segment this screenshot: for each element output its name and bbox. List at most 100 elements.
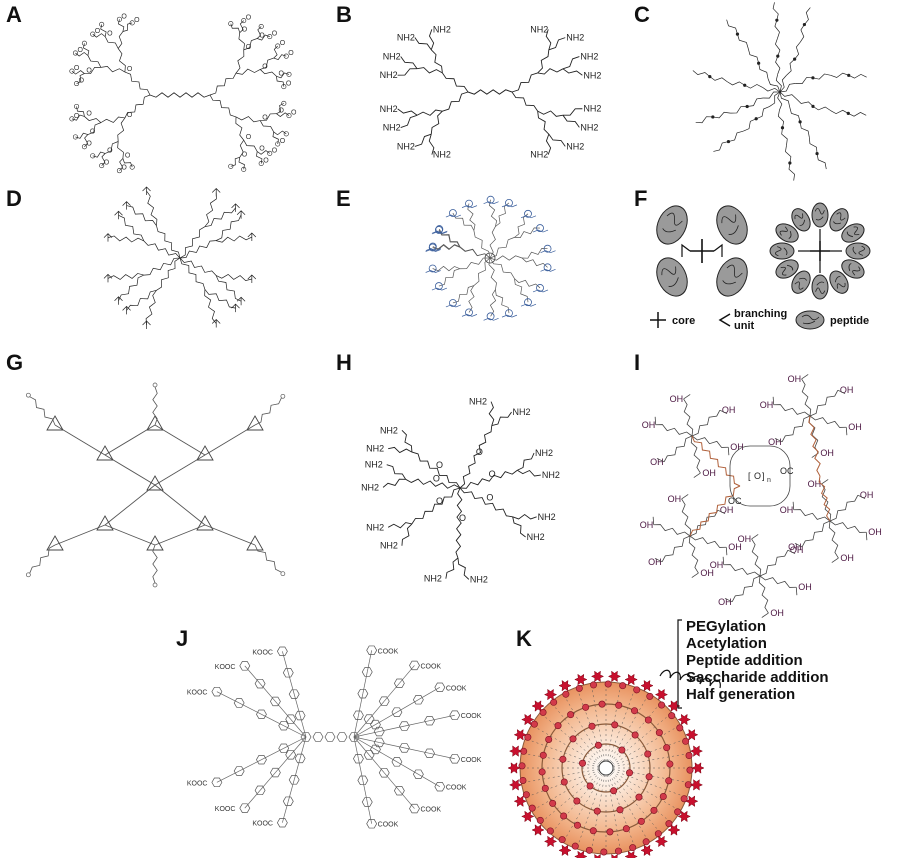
- carboxylate-label: COOK: [446, 785, 467, 792]
- benzene-ring: [278, 743, 290, 754]
- branch-bond: [100, 66, 126, 73]
- carbonyl-bond: [681, 494, 689, 500]
- hydroxyl-label: OH: [710, 560, 724, 570]
- blue-end-ring: [448, 209, 457, 217]
- amine-label: NH2: [397, 141, 415, 151]
- atom-label: O: [286, 81, 292, 88]
- branch-bond: [156, 225, 181, 259]
- branch-bond: [432, 243, 461, 250]
- hydroxyl-label: OH: [728, 542, 742, 552]
- core-benzene: [324, 732, 336, 742]
- branch-bond: [146, 190, 158, 226]
- atom-label: O: [263, 158, 269, 165]
- carbonyl-bond: [795, 587, 798, 596]
- peptide-body: [791, 270, 811, 294]
- arm-bond: [763, 91, 781, 99]
- ether-bond: [282, 651, 289, 673]
- end-group: [116, 16, 122, 22]
- atom-label: O: [246, 15, 252, 22]
- benzene-ring: [211, 777, 223, 788]
- amine-arm: [401, 523, 413, 546]
- panel-h-structure: ONH2NH2ONH2NH2ONH2NH2ONH2NH2ONH2NH2ONH2N…: [361, 397, 560, 585]
- linker-bond: [104, 524, 156, 546]
- atom-label: O: [246, 44, 252, 51]
- arm-bond: [789, 107, 801, 122]
- branch-bond: [117, 48, 126, 73]
- amine-label: NH2: [566, 141, 584, 151]
- amine-label: NH2: [383, 51, 401, 61]
- branch-node: [528, 804, 536, 812]
- branching-unit: [681, 243, 691, 257]
- end-group: [267, 150, 273, 156]
- peg-loop: [729, 445, 791, 507]
- arm-bond: [692, 70, 711, 77]
- blue-end-chain: [425, 249, 441, 252]
- amine-label: NH2: [469, 397, 487, 407]
- benzene-ring: [294, 710, 306, 721]
- peptide-fold: [775, 246, 788, 257]
- branch-node: [666, 760, 674, 768]
- arm-bond: [808, 137, 818, 154]
- blue-end-chain: [540, 250, 556, 254]
- branch-bond: [397, 68, 418, 76]
- branch-bond: [100, 116, 125, 123]
- amine-label: NH2: [433, 150, 451, 160]
- peptide-fold: [848, 263, 861, 276]
- bracket-close: ]: [762, 471, 765, 481]
- amine-arm: [512, 514, 537, 520]
- branch-bond: [156, 257, 181, 291]
- hydroxyl-label: OH: [840, 385, 854, 395]
- branch-node: [604, 680, 612, 688]
- hydroxyl-label: OH: [798, 582, 812, 592]
- end-group: [241, 18, 247, 24]
- branch-bond: [432, 244, 460, 251]
- arm-bond: [794, 41, 801, 60]
- branch-node: [611, 721, 619, 729]
- benzene-ring: [370, 744, 381, 755]
- carbonyl-bond: [683, 394, 691, 400]
- blue-end-chain: [445, 304, 462, 308]
- citric-arm: [683, 398, 694, 437]
- amine-label: NH2: [380, 541, 398, 551]
- branch-bond: [430, 110, 443, 135]
- atom-label: O: [288, 50, 294, 57]
- branch-bond: [489, 199, 498, 227]
- citric-arm: [751, 538, 762, 577]
- citric-arm: [793, 509, 831, 522]
- end-group: [267, 34, 273, 40]
- panel-label-k: K: [516, 626, 532, 651]
- peptide-fold: [662, 212, 683, 233]
- modification-item: Acetylation: [686, 635, 767, 652]
- ether-bond: [358, 693, 364, 716]
- amine-label: NH2: [530, 150, 548, 160]
- amine-label: NH2: [366, 522, 384, 532]
- arm-bond: [737, 34, 749, 49]
- triazine-ring: [196, 445, 214, 461]
- branch-bond: [438, 268, 460, 287]
- arm-bond: [775, 74, 782, 93]
- ether-bond: [418, 687, 441, 701]
- end-group: [81, 40, 87, 46]
- branch-bond: [452, 212, 475, 231]
- arm-bond: [779, 91, 797, 100]
- branch-node: [635, 793, 643, 801]
- ether-bond: [353, 736, 370, 756]
- end-group: [286, 71, 292, 77]
- branch-bond: [204, 289, 217, 324]
- blue-end-ring: [543, 244, 552, 253]
- branch-bond: [124, 71, 151, 96]
- citric-arm: [809, 389, 839, 417]
- arm-bond: [812, 73, 831, 80]
- hydroxyl-label: OH: [648, 557, 662, 567]
- ether-bond: [396, 699, 419, 713]
- linker-bond: [154, 484, 206, 526]
- amine-label: NH2: [566, 33, 584, 43]
- carboxylate-label: COOK: [378, 648, 399, 655]
- arm-bond: [830, 109, 849, 115]
- branch-bond: [235, 49, 245, 74]
- amine-label: NH2: [530, 24, 548, 34]
- branch-bond: [590, 774, 606, 853]
- hydroxyl-label: OH: [722, 405, 736, 415]
- citric-arm: [801, 520, 831, 548]
